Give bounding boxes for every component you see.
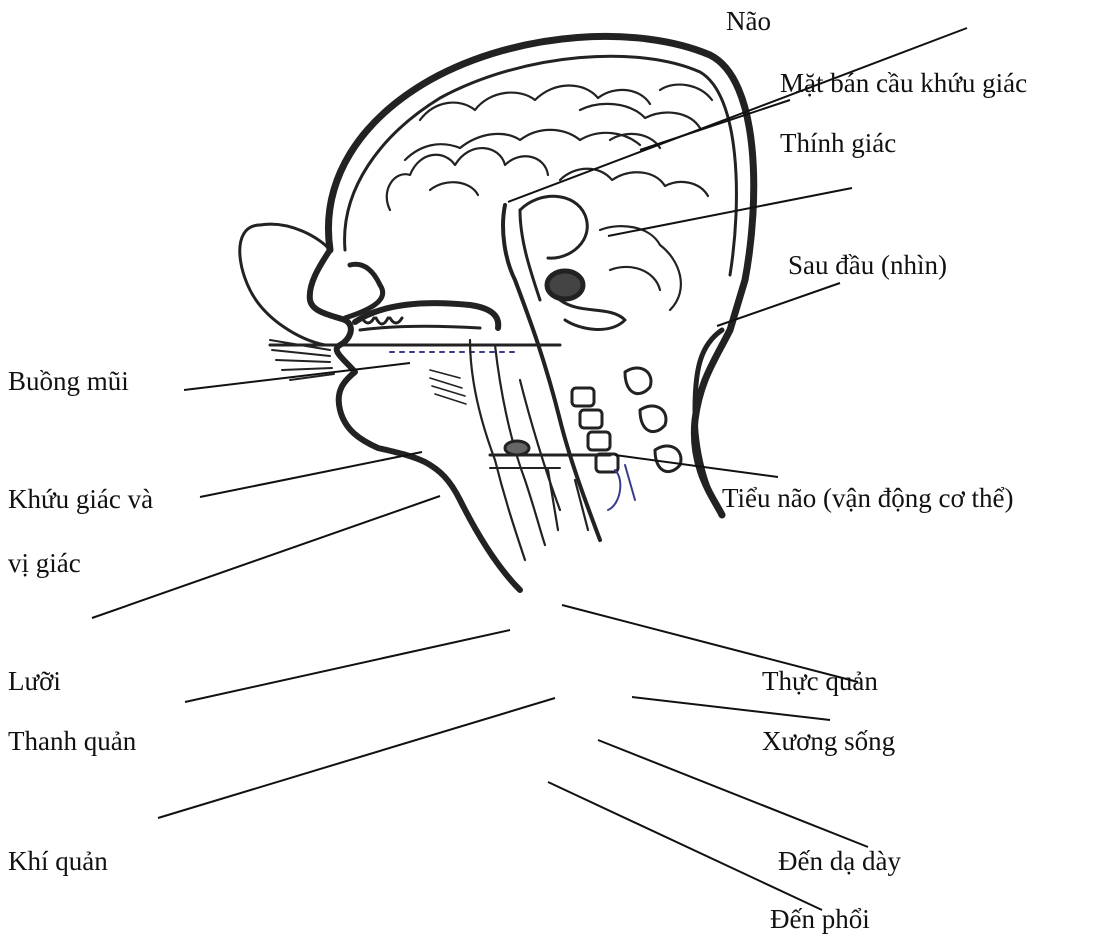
label-luoi: Lưỡi xyxy=(8,668,61,695)
teeth xyxy=(362,318,402,324)
label-thinh-giac: Thính giác xyxy=(780,130,896,157)
leader-luoi xyxy=(185,630,510,702)
label-tieu-nao: Tiểu não (vận động cơ thể) xyxy=(722,485,1013,512)
label-den-da-day: Đến dạ dày xyxy=(778,848,901,875)
label-buong-mui: Buồng mũi xyxy=(8,368,129,395)
leader-buong-mui xyxy=(184,363,410,390)
label-sau-dau: Sau đầu (nhìn) xyxy=(788,252,947,279)
leader-khi-quan xyxy=(158,698,555,818)
leader-den-da-day xyxy=(598,740,868,847)
skull-outline xyxy=(328,36,753,515)
label-thuc-quan: Thực quản xyxy=(762,668,878,695)
label-khi-quan: Khí quản xyxy=(8,848,108,875)
leader-mat-ban-cau xyxy=(640,100,790,150)
label-vi-giac: vị giác xyxy=(8,550,81,577)
label-thanh-quan: Thanh quản xyxy=(8,728,136,755)
leader-khuu-giac xyxy=(200,452,422,497)
label-den-phoi: Đến phổi xyxy=(770,906,870,933)
label-mat-ban-cau-khuu-giac: Mặt bán cầu khứu giác xyxy=(780,70,1027,97)
leader-thinh-giac xyxy=(608,188,852,236)
leader-vi-giac xyxy=(92,496,440,618)
label-khuu-giac-va: Khứu giác và xyxy=(8,486,153,513)
label-xuong-song: Xương sống xyxy=(762,728,895,755)
brain-gyri xyxy=(387,85,712,210)
label-nao: Não xyxy=(726,8,771,35)
leader-xuong-song xyxy=(632,697,830,720)
